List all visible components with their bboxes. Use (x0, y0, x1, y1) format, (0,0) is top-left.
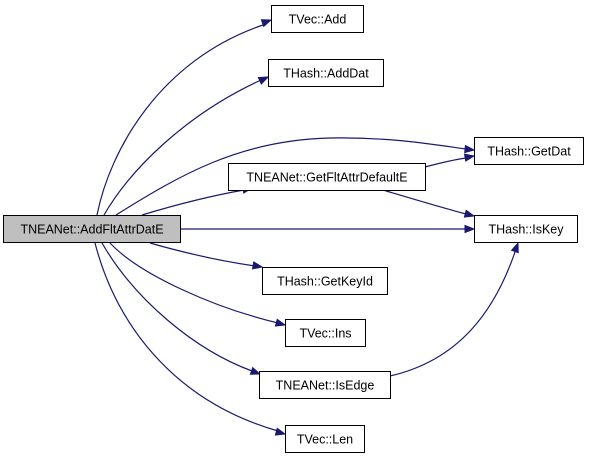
node-isedge[interactable]: TNEANet::IsEdge (259, 371, 391, 399)
edge-root-to-vec_len (94, 242, 287, 436)
arrowhead-icon (260, 19, 273, 28)
edge-line (96, 24, 264, 216)
arrowhead-icon (464, 224, 476, 234)
node-label: TVec::Len (297, 433, 353, 447)
edge-line (382, 189, 467, 215)
edge-root-to-hash_getdat (115, 137, 476, 216)
node-label: THash::IsKey (488, 223, 564, 237)
edge-line (103, 79, 262, 216)
arrowhead-icon (274, 427, 287, 436)
arrowhead-icon (274, 318, 287, 327)
arrowhead-icon (463, 153, 476, 162)
node-label: TVec::Ins (299, 327, 351, 341)
node-label: THash::GetDat (487, 145, 571, 159)
arrowhead-icon (464, 144, 476, 154)
edge-line (424, 157, 467, 168)
edge-getfltattrdefault-to-hash_getdat (424, 153, 476, 168)
edge-root-to-isedge (101, 242, 262, 375)
edge-line (115, 137, 467, 216)
arrowhead-icon (249, 366, 262, 375)
node-label: THash::AddDat (283, 67, 369, 81)
edge-line (101, 242, 253, 372)
edge-isedge-to-hash_iskey (389, 241, 519, 377)
node-vec-ins[interactable]: TVec::Ins (285, 319, 366, 347)
node-label: TNEANet::GetFltAttrDefaultE (246, 171, 407, 185)
node-getfltattrdefault[interactable]: TNEANet::GetFltAttrDefaultE (228, 163, 426, 191)
node-hash-iskey[interactable]: THash::IsKey (474, 215, 578, 243)
edge-line (149, 242, 256, 267)
edge-root-to-vec_ins (109, 242, 287, 327)
edge-root-to-hash_iskey (180, 224, 476, 234)
node-vec-len[interactable]: TVec::Len (285, 425, 365, 453)
edge-root-to-hash_adddat (103, 76, 270, 216)
node-label: TNEANet::AddFltAttrDatE (20, 223, 163, 237)
edge-line (141, 189, 245, 216)
node-hash-getkeyid[interactable]: THash::GetKeyId (262, 267, 388, 295)
edge-root-to-vec_add (96, 19, 273, 216)
node-root[interactable]: TNEANet::AddFltAttrDatE (3, 215, 181, 243)
node-hash-getdat[interactable]: THash::GetDat (474, 137, 584, 165)
node-label: TNEANet::IsEdge (276, 379, 375, 393)
arrowhead-icon (257, 76, 270, 85)
node-label: THash::GetKeyId (277, 275, 373, 289)
node-vec-add[interactable]: TVec::Add (271, 5, 364, 33)
edge-root-to-hash_getkeyid (149, 242, 264, 270)
edge-getfltattrdefault-to-hash_iskey (382, 189, 476, 218)
edge-line (94, 242, 279, 432)
edge-line (109, 242, 279, 324)
arrowhead-icon (510, 241, 519, 254)
node-hash-adddat[interactable]: THash::AddDat (268, 59, 384, 87)
arrowhead-icon (463, 209, 476, 218)
edge-line (389, 251, 516, 377)
node-label: TVec::Add (289, 13, 347, 27)
arrowhead-icon (251, 261, 264, 270)
